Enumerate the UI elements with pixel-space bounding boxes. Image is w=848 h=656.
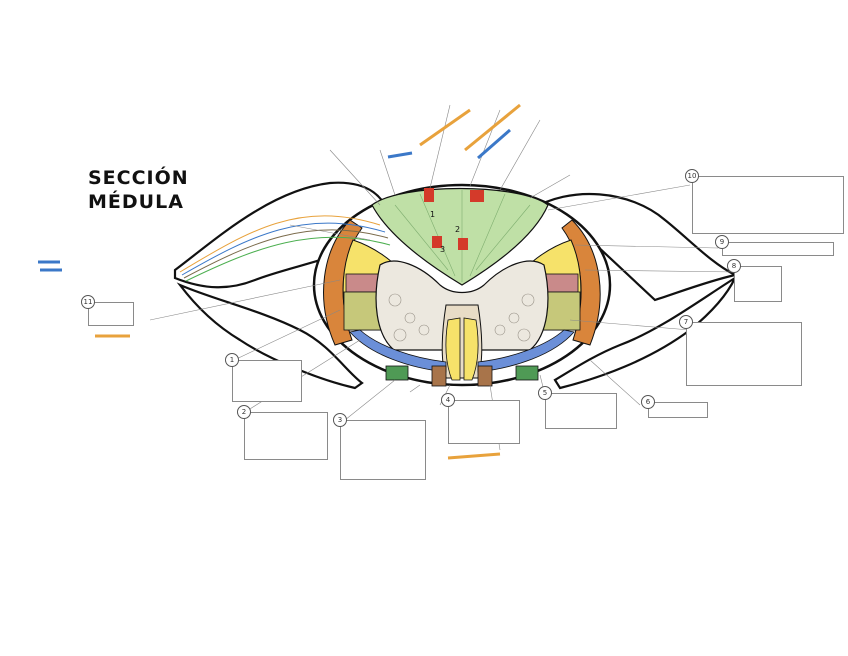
title-line-2: MÉDULA (88, 191, 184, 213)
region-label-3: 3 (440, 245, 446, 254)
annotation-box-5: 5 (538, 386, 617, 429)
box-number-3: 3 (333, 413, 347, 427)
annotation-box-3: 3 (333, 413, 426, 480)
box-number-6: 6 (641, 395, 655, 409)
left-anterior-yellow (445, 317, 461, 381)
left-ventral-root (385, 365, 409, 381)
region-label-2: 2 (455, 225, 461, 234)
box-number-10: 10 (685, 169, 699, 183)
right-brown-root (477, 365, 493, 387)
annotation-box-1: 1 (225, 353, 302, 402)
left-ventral-nerve-outline (176, 282, 364, 390)
annotation-box-4: 4 (441, 393, 520, 444)
annotation-box-2: 2 (237, 405, 328, 460)
annotation-box-8: 8 (727, 259, 782, 302)
annotation-box-6: 6 (641, 395, 708, 418)
diagram-title: SECCIÓN MÉDULA (88, 166, 189, 214)
annotation-box-11: 11 (81, 295, 134, 326)
title-line-1: SECCIÓN (88, 167, 189, 189)
box-number-11: 11 (81, 295, 95, 309)
annotation-box-10: 10 (685, 169, 844, 234)
left-brown-root (431, 365, 447, 387)
box-number-7: 7 (679, 315, 693, 329)
right-nerve-outline (527, 192, 739, 302)
box-number-1: 1 (225, 353, 239, 367)
annotation-box-9: 9 (715, 235, 834, 256)
right-anterior-yellow (463, 317, 479, 381)
box-number-8: 8 (727, 259, 741, 273)
right-ventral-root (515, 365, 539, 381)
box-number-9: 9 (715, 235, 729, 249)
box-number-5: 5 (538, 386, 552, 400)
box-number-2: 2 (237, 405, 251, 419)
region-label-1: 1 (430, 210, 436, 219)
annotation-box-7: 7 (679, 315, 802, 386)
box-number-4: 4 (441, 393, 455, 407)
posterior-column (371, 187, 549, 286)
